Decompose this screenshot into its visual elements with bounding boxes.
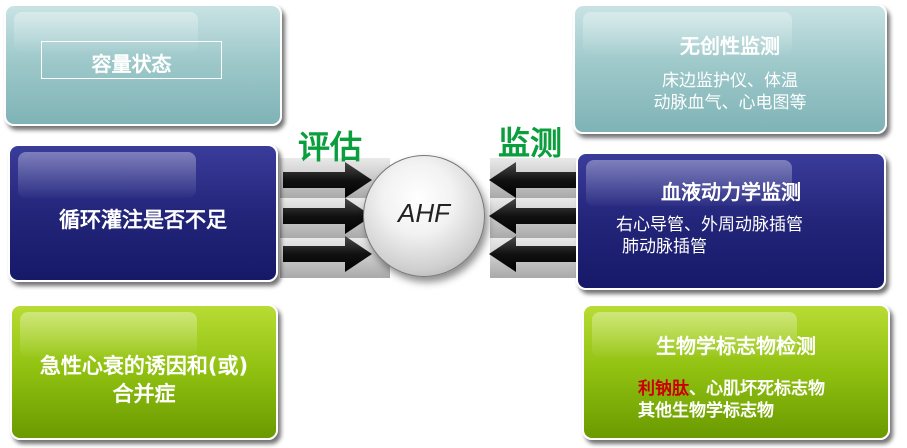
- noninvasive-title: 无创性监测: [680, 34, 780, 58]
- hemodynamic-title: 血液动力学监测: [661, 180, 801, 204]
- capacity-status-box: 容量状态: [4, 4, 282, 126]
- hemodynamic-detail-line2: 肺动脉插管: [622, 237, 707, 257]
- arrow-right-2: [489, 198, 578, 234]
- monitor-label: 监测: [498, 124, 563, 162]
- perfusion-title: 循环灌注是否不足: [59, 208, 227, 232]
- noninvasive-detail-line1: 床边监护仪、体温: [662, 71, 798, 91]
- hemodynamic-detail-line1: 右心导管、外周动脉插管: [616, 215, 803, 235]
- natriuretic-peptide-highlight: 利钠肽: [638, 379, 689, 399]
- assess-label: 评估: [298, 128, 363, 166]
- ahf-hub: AHF: [363, 155, 485, 277]
- arrow-left-1: [283, 162, 372, 198]
- biomarker-detail-line1: 利钠肽、心肌坏死标志物: [638, 378, 825, 400]
- capacity-status-title: 容量状态: [91, 52, 172, 76]
- arrow-left-3: [283, 236, 372, 272]
- biomarker-box: 生物学标志物检测 利钠肽、心肌坏死标志物 其他生物学标志物: [582, 304, 890, 440]
- precipitants-box: 急性心衰的诱因和(或) 合并症: [10, 304, 278, 440]
- noninvasive-detail-line2: 动脉血气、心电图等: [653, 93, 807, 113]
- biomarker-title: 生物学标志物检测: [656, 334, 816, 358]
- noninvasive-box: 无创性监测 床边监护仪、体温 动脉血气、心电图等: [573, 4, 887, 134]
- arrow-right-1: [489, 162, 578, 198]
- biomarker-detail-line1-rest: 、心肌坏死标志物: [689, 379, 825, 399]
- arrow-right-3: [489, 236, 578, 272]
- perfusion-box: 循环灌注是否不足: [8, 144, 278, 282]
- ahf-label: AHF: [398, 198, 450, 228]
- precipitants-title-line1: 急性心衰的诱因和(或): [39, 354, 249, 378]
- capacity-status-frame: 容量状态: [41, 41, 222, 79]
- biomarker-detail-line2: 其他生物学标志物: [638, 401, 774, 421]
- precipitants-title-line2: 合并症: [112, 382, 176, 406]
- arrow-left-2: [283, 198, 372, 234]
- hemodynamic-box: 血液动力学监测 右心导管、外周动脉插管 肺动脉插管: [576, 152, 886, 290]
